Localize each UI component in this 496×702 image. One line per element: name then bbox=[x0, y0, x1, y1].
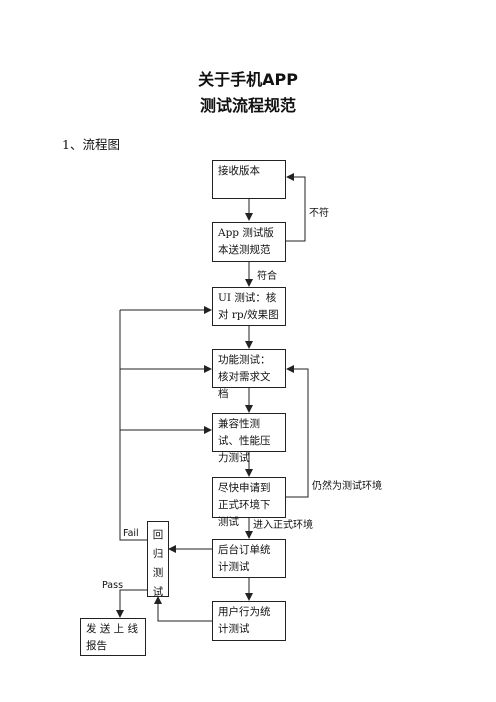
section-heading: 1、流程图 bbox=[62, 137, 120, 152]
node-ui-test: UI 测试：核对 rp/效果图 bbox=[212, 287, 286, 326]
arrow-not-match-loop bbox=[286, 173, 306, 242]
node-backend-order-test: 后台订单统计测试 bbox=[212, 539, 286, 578]
arrow-still-test-loop bbox=[286, 365, 309, 498]
label-pass: Pass bbox=[102, 580, 124, 591]
label-match: 符合 bbox=[257, 271, 277, 282]
arrow-pass-to-report bbox=[116, 589, 147, 618]
node-regression-test: 回 归 测 试 bbox=[147, 521, 169, 598]
node-receive-version: 接收版本 bbox=[212, 160, 286, 199]
node-function-test: 功能测试：核对需求文档 bbox=[212, 349, 286, 400]
node-app-test-spec: App 测试版本送测规范 bbox=[212, 222, 286, 262]
label-enter-formal-env: 进入正式环境 bbox=[253, 520, 313, 531]
regress-char: 回 bbox=[152, 529, 164, 541]
regress-char: 测 bbox=[152, 567, 164, 579]
node-formal-env-test: 尽快申请到正式环境下测试 bbox=[212, 477, 286, 528]
label-not-match: 不符 bbox=[309, 208, 329, 219]
label-fail: Fail bbox=[123, 528, 139, 539]
node-send-release-report: 发 送 上 线 报告 bbox=[80, 618, 146, 656]
doc-title-line1: 关于手机APP bbox=[198, 70, 298, 89]
regress-char: 归 bbox=[152, 548, 164, 560]
node-user-behavior-test: 用户行为统计测试 bbox=[212, 601, 286, 641]
node-compat-perf-test: 兼容性测试、性能压力测试 bbox=[212, 413, 286, 464]
regress-char: 试 bbox=[152, 586, 164, 598]
fail-return-line bbox=[119, 310, 147, 541]
doc-title-line2: 测试流程规范 bbox=[199, 96, 296, 115]
label-still-test-env: 仍然为测试环境 bbox=[312, 481, 382, 492]
arrow-user-to-regress bbox=[154, 596, 212, 622]
